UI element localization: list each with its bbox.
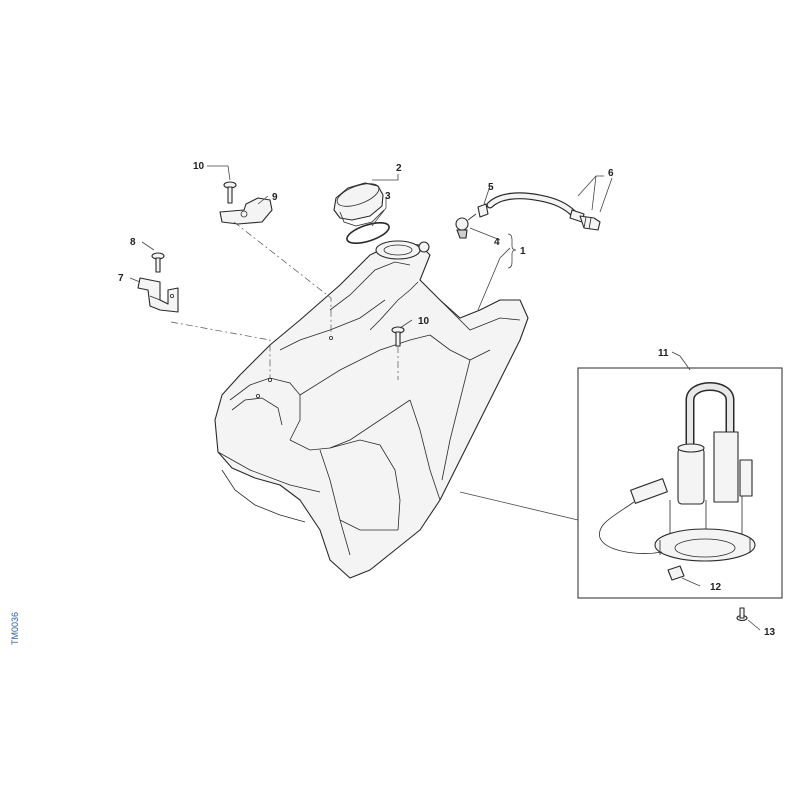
- callout-10-tank: 10: [418, 316, 430, 327]
- hose-clamp: [477, 203, 489, 218]
- callout-1: 1: [520, 246, 526, 257]
- callout-5: 5: [488, 182, 494, 193]
- fuel-tank: [214, 240, 529, 579]
- breather-hose: [486, 192, 601, 231]
- callout-2: 2: [396, 163, 402, 174]
- hose-fitting: [455, 213, 477, 239]
- callout-9: 9: [272, 192, 278, 203]
- callout-3: 3: [385, 191, 391, 202]
- o-ring-gasket: [346, 221, 390, 245]
- alignment-lines: [170, 221, 399, 380]
- callout-13: 13: [764, 627, 776, 638]
- bracket-brace: [507, 233, 517, 269]
- leader-lines: [129, 165, 761, 631]
- callout-11: 11: [658, 348, 669, 359]
- callout-12: 12: [710, 582, 722, 593]
- callout-8: 8: [130, 237, 136, 248]
- callout-7: 7: [118, 273, 124, 284]
- drawing-code: TM0036: [10, 612, 20, 645]
- bolt: [151, 252, 165, 273]
- bolt-tank: [391, 326, 405, 347]
- callout-4: 4: [494, 237, 500, 248]
- callout-6: 6: [608, 168, 614, 179]
- fuel-pump-assembly: [599, 382, 756, 581]
- screw: [736, 607, 748, 622]
- filler-cap: [333, 182, 385, 227]
- mounting-bracket: [137, 277, 179, 313]
- bolt-upper: [223, 181, 237, 204]
- retaining-clip: [219, 197, 273, 225]
- callout-10-upper: 10: [193, 161, 205, 172]
